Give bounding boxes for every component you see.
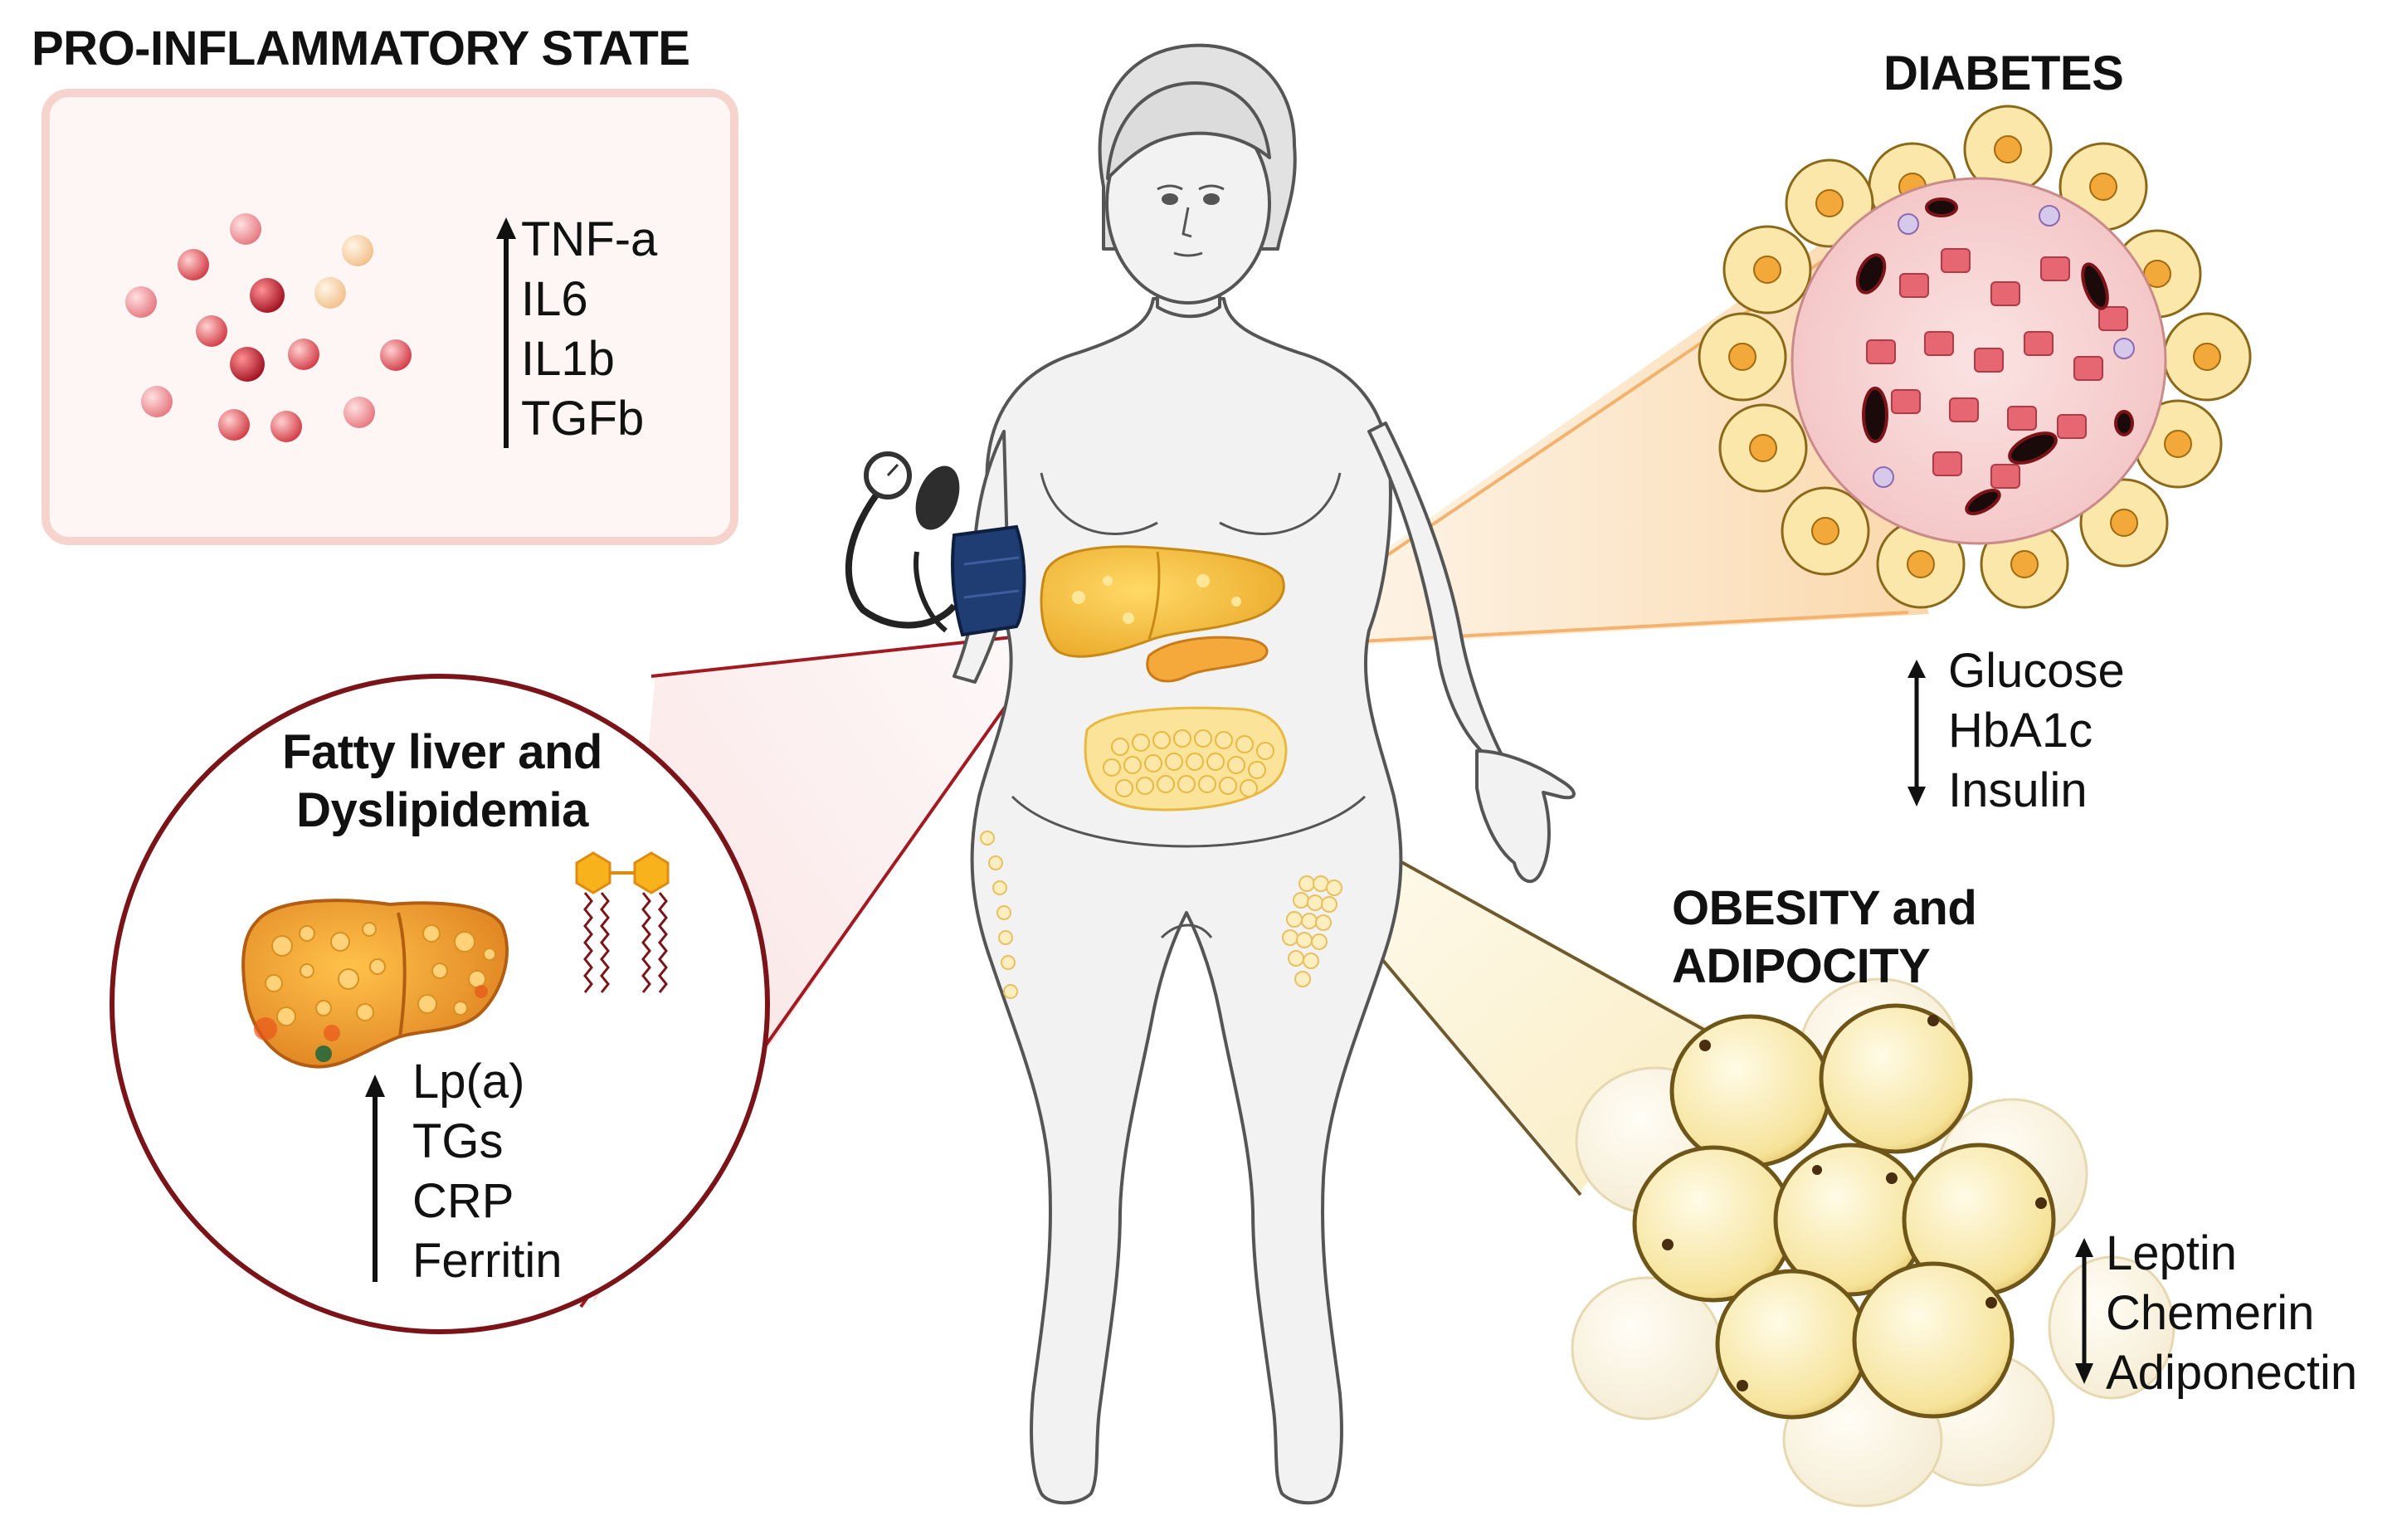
leptin-arrow-up-icon <box>2075 1238 2093 1278</box>
marker-lpa: Lp(a) <box>412 1055 525 1109</box>
marker-chemerin: Chemerin <box>2106 1286 2315 1340</box>
obesity-marker-list: Leptin Chemerin Adiponectin <box>2106 1224 2357 1403</box>
cytokine-particles <box>125 213 412 442</box>
marker-hba1c: HbA1c <box>1948 704 2093 758</box>
inflammation-arrow-up-icon <box>496 217 516 448</box>
insulin-arrow-down-icon <box>1907 787 1926 807</box>
pro-inflammatory-title: PRO-INFLAMMATORY STATE <box>32 22 690 76</box>
diabetes-title: DIABETES <box>1883 46 2124 100</box>
marker-il1b: IL1b <box>521 332 615 386</box>
inflammation-panel <box>41 89 738 545</box>
marker-tgfb: TGFb <box>521 392 645 446</box>
adipocyte-cluster-icon <box>1571 977 2175 1508</box>
lipid-molecule-icon <box>575 851 670 993</box>
inflammation-marker-list: TNF-a IL6 IL1b TGFb <box>521 210 657 449</box>
marker-insulin: Insulin <box>1948 763 2088 817</box>
marker-il6: IL6 <box>521 272 588 326</box>
marker-tgs: TGs <box>412 1114 504 1168</box>
marker-tnf: TNF-a <box>521 212 658 266</box>
marker-crp: CRP <box>412 1174 514 1228</box>
obesity-title: OBESITY and ADIPOCITY <box>1672 880 1977 996</box>
glucose-arrow-up-icon <box>1907 660 1926 701</box>
belly-fat-tissue <box>1084 706 1288 811</box>
fatty-liver-title-line2: Dyslipidemia <box>296 783 588 837</box>
adiponectin-arrow-down-icon <box>2075 1363 2093 1384</box>
obesity-title-line2: ADIPOCITY <box>1672 939 1931 993</box>
obesity-title-line1: OBESITY and <box>1672 881 1977 935</box>
fatty-liver-title-line1: Fatty liver and <box>282 725 602 779</box>
marker-adiponectin: Adiponectin <box>2106 1346 2358 1400</box>
fatty-liver-title: Fatty liver and Dyslipidemia <box>206 724 679 840</box>
blood-pressure-monitor-icon <box>845 451 1026 637</box>
marker-glucose: Glucose <box>1948 644 2125 698</box>
liver-marker-list: Lp(a) TGs CRP Ferritin <box>412 1052 562 1291</box>
fatty-liver-icon <box>241 899 509 1069</box>
thigh-fat-tissue <box>980 831 1342 999</box>
diabetes-marker-list: Glucose HbA1c Insulin <box>1948 641 2125 821</box>
marker-ferritin: Ferritin <box>412 1234 563 1288</box>
body-liver-icon <box>1040 545 1285 683</box>
liver-arrow-up-icon <box>365 1075 385 1282</box>
pancreatic-islet-icon <box>1698 105 2252 609</box>
marker-leptin: Leptin <box>2106 1226 2238 1280</box>
